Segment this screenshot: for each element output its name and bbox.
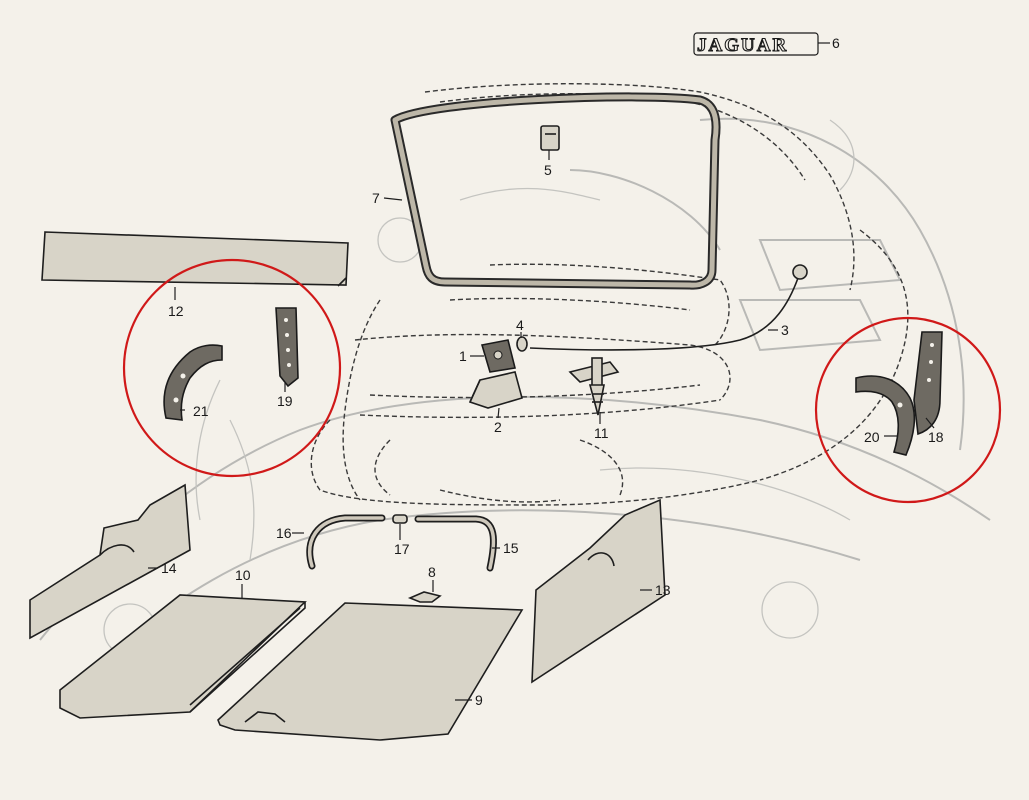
label-14: 14	[161, 560, 177, 576]
leader-lines	[148, 42, 935, 701]
label-20: 20	[864, 429, 880, 445]
part-20-curved-trim[interactable]	[855, 375, 916, 456]
highlight-circle-left	[122, 258, 342, 478]
label-8: 8	[428, 564, 436, 580]
label-12: 12	[168, 303, 184, 319]
part-3-release-cable[interactable]	[529, 264, 808, 351]
part-16-strip[interactable]	[306, 514, 386, 570]
label-17: 17	[394, 541, 410, 557]
part-6-jaguar-badge[interactable]: JAGUAR	[693, 32, 819, 57]
label-15: 15	[503, 540, 519, 556]
label-2: 2	[494, 419, 502, 435]
part-4-lock-pin[interactable]	[516, 336, 528, 352]
label-16: 16	[276, 525, 292, 541]
label-1: 1	[459, 348, 467, 364]
part-21-curved-trim[interactable]	[163, 344, 223, 421]
brand-badge-text: JAGUAR	[697, 35, 788, 56]
part-10-floor-board[interactable]	[59, 594, 307, 719]
part-12-panel[interactable]	[41, 231, 349, 287]
part-14-side-liner[interactable]	[29, 483, 191, 640]
label-18: 18	[928, 429, 944, 445]
part-1-lock[interactable]	[480, 339, 516, 373]
part-2-bracket[interactable]	[468, 371, 523, 409]
label-5: 5	[544, 162, 552, 178]
label-4: 4	[516, 317, 524, 333]
label-9: 9	[475, 692, 483, 708]
part-numbers: 6 7 5 12 4 1 2 11 3 21 19 18 20 16 17 15…	[161, 35, 944, 708]
label-3: 3	[781, 322, 789, 338]
part-7-rear-window-seal[interactable]	[390, 92, 721, 290]
part-5-lid-catch[interactable]	[540, 125, 560, 151]
label-13: 13	[655, 582, 671, 598]
label-21: 21	[193, 403, 209, 419]
highlight-circle-right	[814, 316, 1002, 504]
part-18-trim-strip[interactable]	[913, 331, 943, 436]
part-11-striker[interactable]	[568, 357, 620, 416]
part-13-side-liner[interactable]	[531, 498, 666, 684]
part-15-strip[interactable]	[414, 515, 497, 572]
label-6: 6	[832, 35, 840, 51]
label-7: 7	[372, 190, 380, 206]
part-8-clip[interactable]	[407, 591, 442, 603]
part-17-joint[interactable]	[392, 514, 408, 524]
label-10: 10	[235, 567, 251, 583]
part-9-floor-board[interactable]	[217, 602, 524, 741]
label-19: 19	[277, 393, 293, 409]
part-19-trim-strip[interactable]	[275, 307, 299, 388]
label-11: 11	[594, 425, 609, 441]
